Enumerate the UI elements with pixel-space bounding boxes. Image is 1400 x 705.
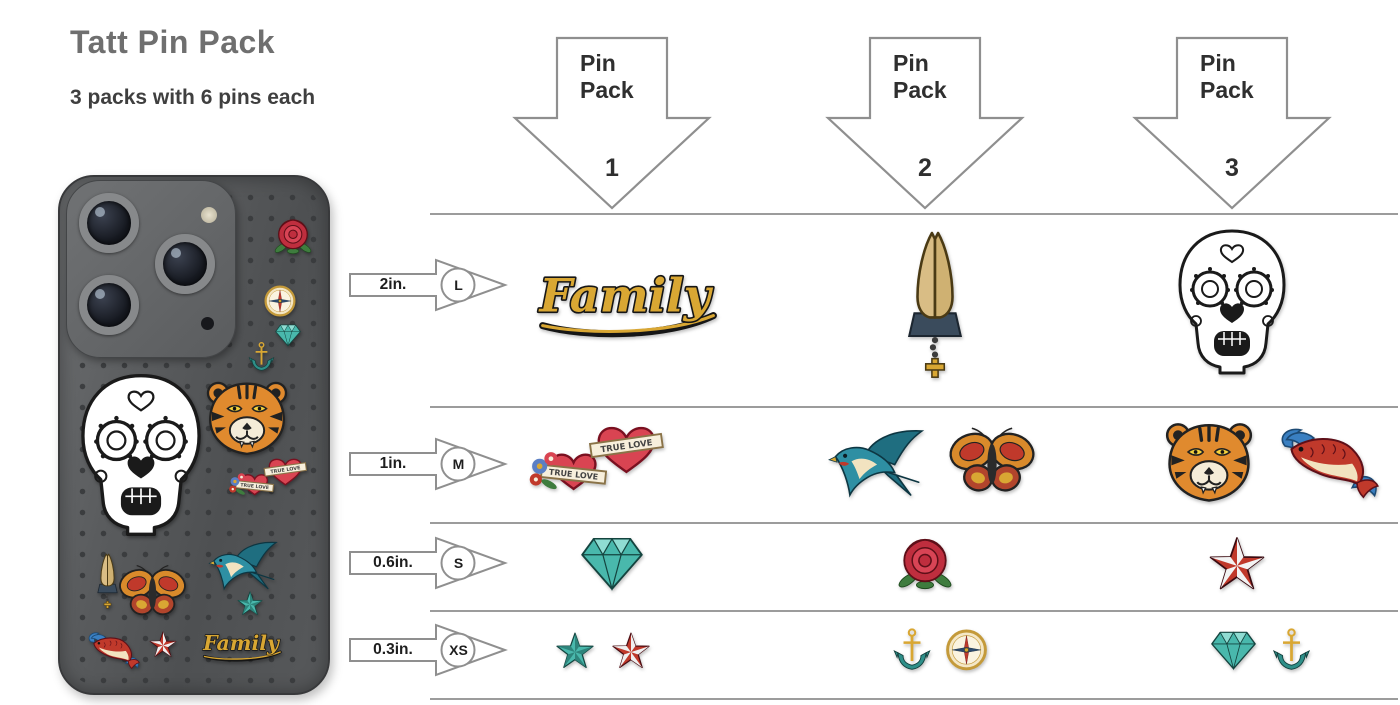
camera-module (66, 180, 236, 358)
true-love-hearts-pin-icon (525, 417, 676, 507)
size-label: 2in. (379, 276, 407, 293)
pack-number: 3 (1225, 154, 1239, 182)
camera-lens (155, 234, 215, 294)
size-arrow-S: 0.6in. S (348, 533, 510, 593)
pack-label: Pin Pack (1200, 50, 1254, 103)
size-code: M (452, 456, 465, 472)
butterfly-pin-icon (946, 425, 1039, 499)
size-arrow-XS: 0.3in. XS (348, 620, 510, 680)
row-divider (430, 610, 1398, 612)
koi-fish-pin-icon (1269, 422, 1381, 502)
cell-M-pack-1 (525, 417, 676, 507)
pack-arrow-1: Pin Pack 1 (512, 36, 712, 211)
cell-XS-pack-3 (1209, 627, 1311, 673)
size-label: 0.6in. (373, 554, 413, 571)
cell-S-pack-3 (1207, 534, 1268, 592)
praying-hands-pin-icon (889, 225, 982, 380)
cell-L-pack-3 (1172, 227, 1292, 377)
family-script-pin-icon (515, 259, 736, 345)
cell-XS-pack-2 (893, 627, 988, 673)
camera-lidar-icon (201, 317, 214, 330)
rose-pin-icon (895, 532, 956, 593)
pack-arrow-3: Pin Pack 3 (1132, 36, 1332, 211)
size-arrow-M: 1in. M (348, 434, 510, 494)
size-label: 1in. (379, 455, 407, 472)
swallow-pin-icon (828, 426, 932, 498)
cell-M-pack-3 (1163, 420, 1381, 504)
cell-XS-pack-1 (554, 629, 652, 671)
diamond-pin-icon (579, 534, 646, 592)
star-red-pin-icon (610, 629, 652, 671)
sugar-skull-pin-icon (1172, 227, 1292, 377)
compass-pin-icon (946, 629, 988, 671)
camera-lens (79, 193, 139, 253)
row-divider (430, 698, 1398, 700)
cell-S-pack-1 (579, 534, 646, 592)
pack-label: Pin Pack (580, 50, 634, 103)
pack-number: 1 (605, 154, 619, 182)
star-teal-pin-icon (554, 629, 596, 671)
camera-flash-icon (201, 207, 217, 223)
size-arrow-L: 2in. L (348, 255, 510, 315)
cell-L-pack-2 (889, 225, 982, 380)
cell-L-pack-1 (515, 259, 736, 345)
cell-M-pack-2 (828, 425, 1039, 499)
row-divider (430, 522, 1398, 524)
size-code: L (454, 277, 463, 293)
page-subtitle: 3 packs with 6 pins each (70, 86, 316, 109)
row-divider (430, 406, 1398, 408)
cell-S-pack-2 (895, 532, 956, 593)
diamond-pin-icon (1209, 629, 1258, 671)
camera-lens (79, 275, 139, 335)
tiger-pin-icon (1163, 420, 1255, 504)
pack-arrow-2: Pin Pack 2 (825, 36, 1025, 211)
anchor-pin-icon (1272, 627, 1311, 673)
size-code: S (453, 555, 464, 571)
size-code: XS (449, 642, 468, 658)
anchor-pin-icon (893, 627, 932, 673)
size-label: 0.3in. (373, 641, 413, 658)
pack-label: Pin Pack (893, 50, 947, 103)
pack-number: 2 (918, 154, 932, 182)
row-divider (430, 213, 1398, 215)
phone-case (58, 175, 330, 695)
nautical-star-pin-icon (1207, 534, 1268, 592)
page-title: Tatt Pin Pack (70, 24, 276, 60)
